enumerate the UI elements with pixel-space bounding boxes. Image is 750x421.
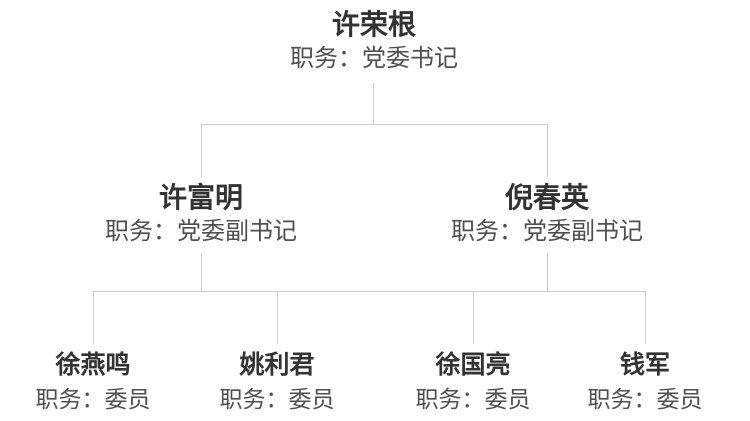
org-node-level2-2: 倪春英 职务：党委副书记 [451,181,643,247]
connector-level2-left-stem [201,253,202,291]
org-node-level3-4: 钱军 职务：委员 [588,349,703,414]
person-role: 职务：委员 [35,386,151,412]
connector-level3-drop-4 [645,291,646,344]
person-name: 许富明 [158,182,243,213]
connector-root-stem [373,83,374,124]
person-role: 职务：委员 [219,386,335,412]
org-node-level3-3: 徐国亮 职务：委员 [416,349,531,414]
person-name: 徐国亮 [435,351,511,379]
connector-level3-drop-1 [93,291,94,344]
org-node-level3-2: 姚利君 职务：委员 [220,349,335,414]
connector-level3-drop-3 [473,291,474,344]
person-role: 职务：党委书记 [290,45,458,72]
person-name: 许荣根 [331,9,416,40]
connector-level3-horizontal [93,291,645,292]
person-name: 姚利君 [239,351,315,379]
person-name: 倪春英 [504,182,589,213]
person-role: 职务：党委副书记 [105,218,297,245]
org-node-root: 许荣根 职务：党委书记 [290,8,458,74]
person-role: 职务：党委副书记 [451,218,643,245]
connector-level2-left-drop [201,124,202,177]
person-role: 职务：委员 [587,386,703,412]
connector-level3-drop-2 [277,291,278,344]
person-role: 职务：委员 [415,386,531,412]
org-node-level3-1: 徐燕鸣 职务：委员 [36,349,151,414]
connector-level2-right-stem [547,253,548,291]
connector-level2-right-drop [547,124,548,177]
person-name: 徐燕鸣 [55,351,131,379]
org-node-level2-1: 许富明 职务：党委副书记 [105,181,297,247]
connector-level2-horizontal [201,124,547,125]
person-name: 钱军 [619,351,670,379]
